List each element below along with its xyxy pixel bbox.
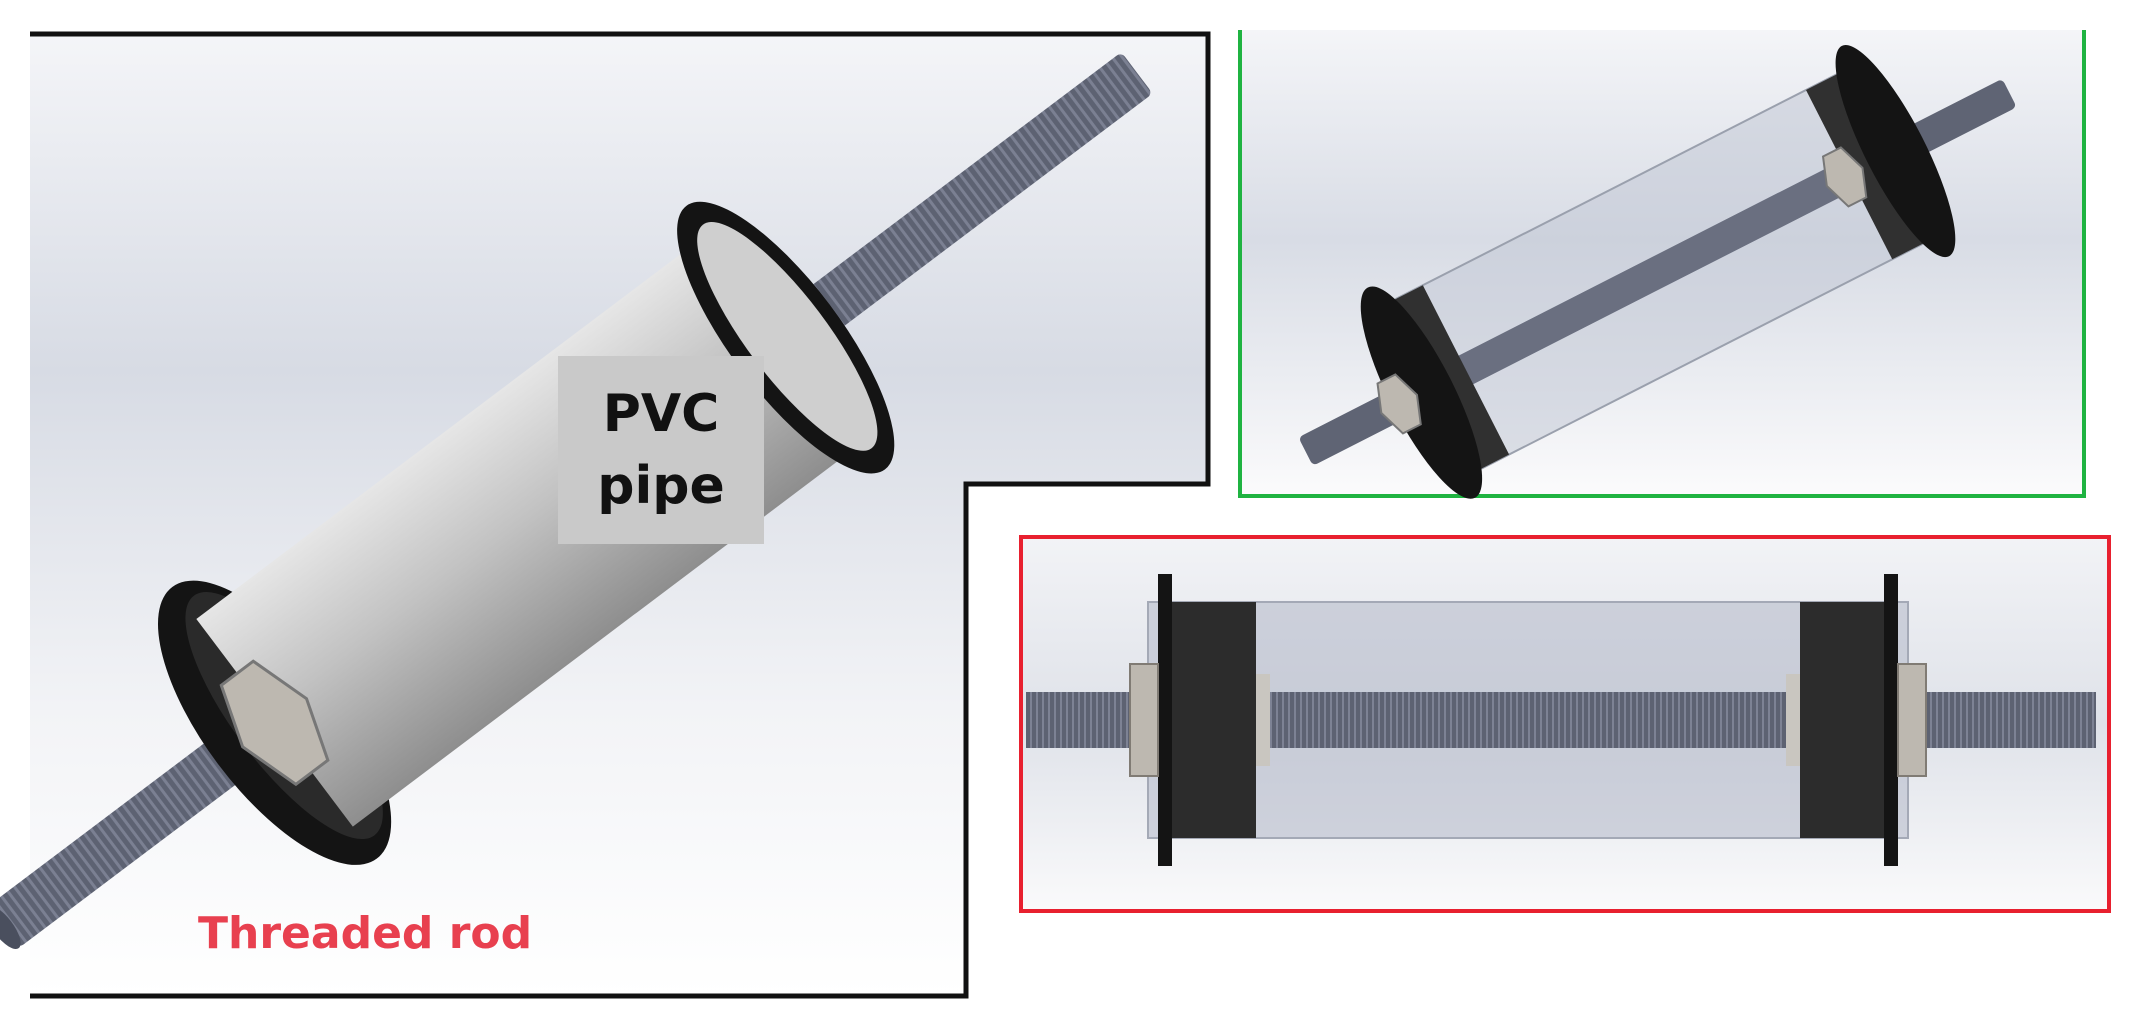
iso-view-frame bbox=[1238, 30, 2086, 498]
iso-view-drawing bbox=[1238, 30, 2086, 499]
side-view-panel bbox=[1018, 534, 2112, 914]
side-view-drawing bbox=[1019, 535, 2111, 913]
hex-nut bbox=[219, 659, 330, 787]
pvc-pipe-label-line2: pipe bbox=[597, 456, 725, 516]
main-view-frame bbox=[30, 31, 1211, 999]
main-view-panel: PVC pipe Threaded rod bbox=[0, 31, 1211, 999]
threaded-rod-label: Threaded rod bbox=[198, 908, 533, 959]
pvc-pipe-label-line1: PVC bbox=[602, 384, 720, 444]
iso-view-panel bbox=[1236, 30, 2092, 502]
pvc-pipe-label: PVC pipe bbox=[558, 356, 764, 544]
